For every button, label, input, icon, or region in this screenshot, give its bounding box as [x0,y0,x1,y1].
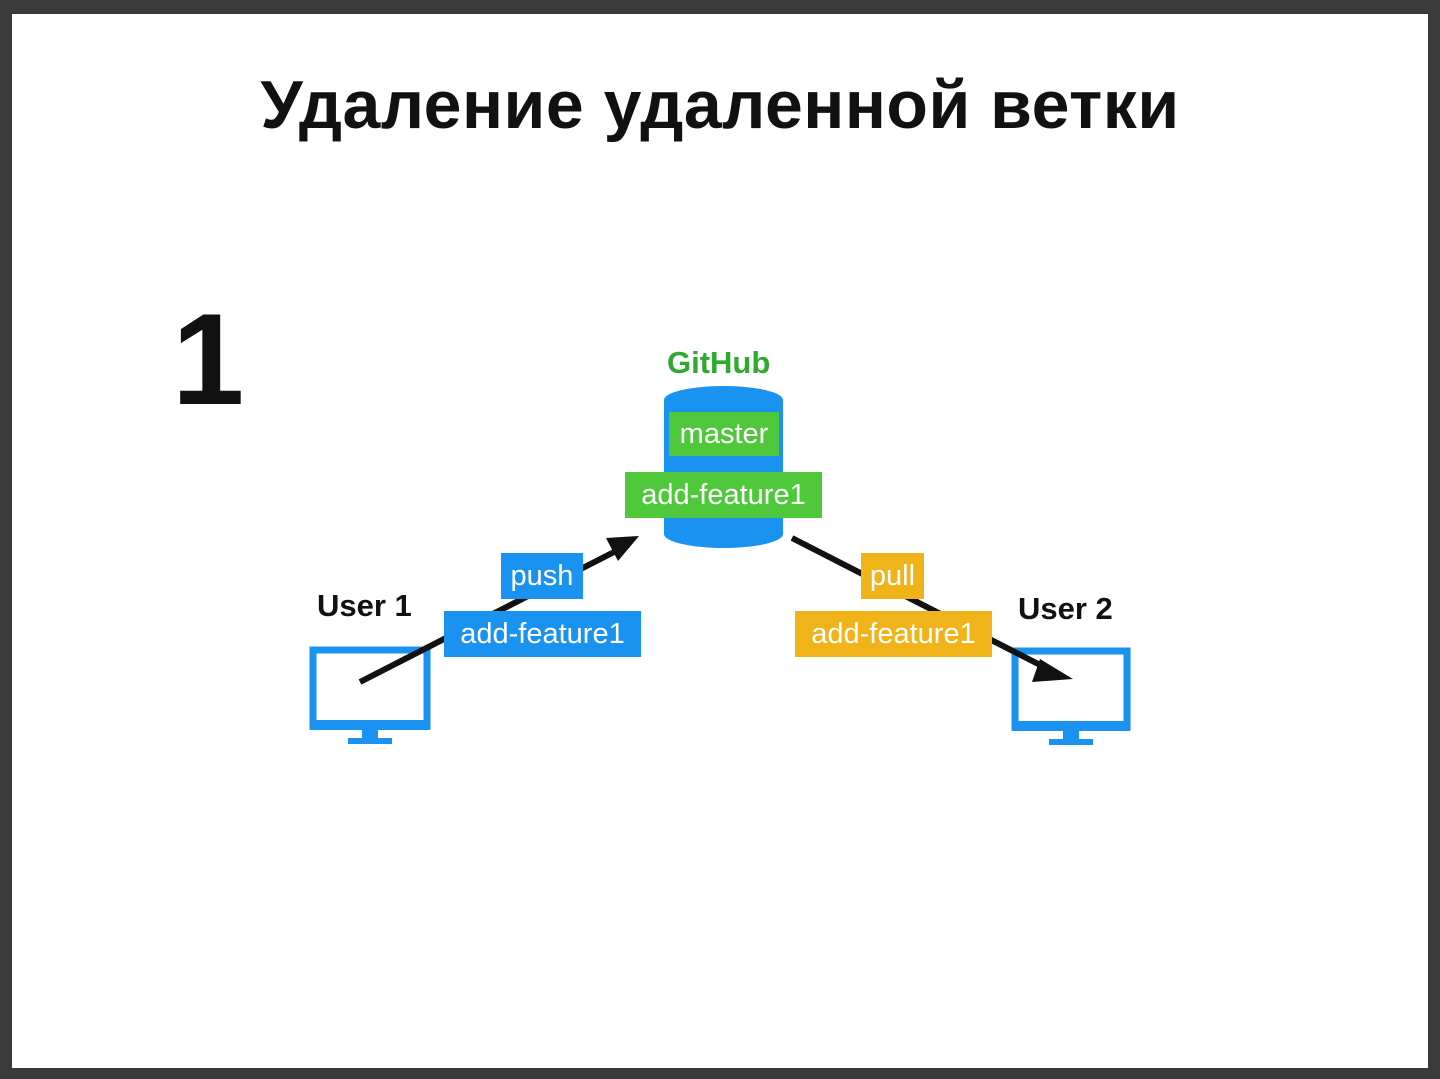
step-number: 1 [172,286,245,432]
user2-label: User 2 [1018,591,1113,626]
pull-action-tag: pull [861,553,924,599]
diagram-graphics [309,386,1131,745]
user1-branch-tag: add-feature1 [444,611,641,657]
user2-branch-tag: add-feature1 [795,611,992,657]
user1-monitor-icon [309,646,431,744]
user2-monitor-icon [1011,647,1131,745]
slide-title: Удаление удаленной ветки [260,67,1180,143]
github-label: GitHub [667,345,771,380]
pull-arrow [790,535,1073,682]
push-action-tag: push [501,553,583,599]
server-branch-master: master [669,412,779,456]
database-cylinder-icon [664,386,783,548]
slide: Удаление удаленной ветки 1 [12,14,1428,1068]
user1-label: User 1 [317,588,412,623]
server-branch-add-feature1: add-feature1 [625,472,822,518]
